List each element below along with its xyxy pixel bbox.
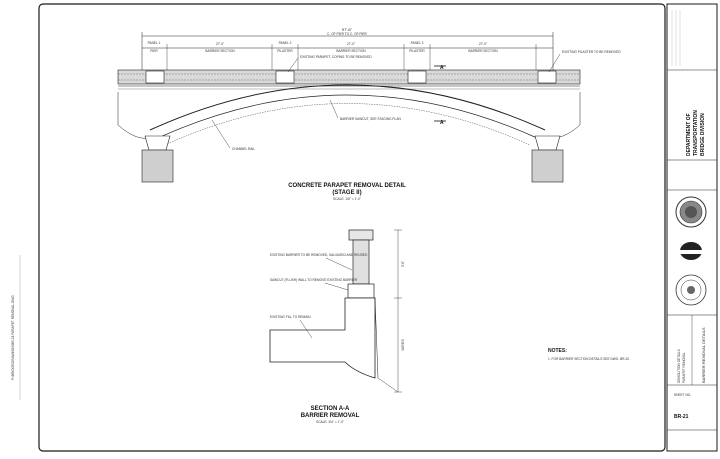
svg-text:27'-0": 27'-0" [479,42,487,46]
svg-text:27'-0": 27'-0" [216,42,224,46]
svg-text:1. FOR BARRIER SECTION DETAILS: 1. FOR BARRIER SECTION DETAILS SEE DWG. … [548,357,630,361]
svg-text:(STAGE II): (STAGE II) [332,190,361,196]
svg-text:SCALE: 1/8" = 1'-0": SCALE: 1/8" = 1'-0" [333,197,361,201]
svg-text:CHANNEL RAIL: CHANNEL RAIL [232,147,255,151]
svg-text:CONCRETE PARAPET REMOVAL DETAI: CONCRETE PARAPET REMOVAL DETAIL [288,183,406,189]
callout-existing-fill: EXISTING FILL TO REMAIN [270,315,313,339]
margin-text: P:\BRIDGE\DRAWINGS\BR-21 PARAPET REMOVAL… [11,295,15,380]
callout-barrier-sawcut: BARRIER SAWCUT, SEE STAGING PLAN [329,99,401,121]
top-dimension: 97'-6" C. OF PIER TO C. OF PIER [141,27,554,70]
svg-text:EXISTING BARRIER TO BE REMOVED: EXISTING BARRIER TO BE REMOVED, SALVAGED… [270,253,368,257]
svg-text:A: A [440,65,444,71]
section-title: SECTION A-A BARRIER REMOVAL SCALE: 3/4" … [301,406,360,424]
svg-text:EXISTING PILASTER TO BE REMOVE: EXISTING PILASTER TO BE REMOVED [562,50,621,54]
svg-text:PIER: PIER [150,49,158,53]
svg-text:BARRIER REMOVAL DETAILS: BARRIER REMOVAL DETAILS [701,327,706,383]
section-mark-lower: A [434,120,446,126]
callout-existing-parapet: EXISTING PARAPET, COPING TO BE REMOVED [287,55,372,73]
span-dimensions: PANEL 1 PIER 27'-0" BARRIER SECTION PANE… [142,41,553,70]
project-title: DEMOLITION DETAILS PARAPET REMOVAL [677,349,686,383]
svg-text:DEMOLITION DETAILS: DEMOLITION DETAILS [677,349,681,383]
svg-text:EXISTING PARAPET, COPING TO BE: EXISTING PARAPET, COPING TO BE REMOVED [300,55,372,59]
svg-text:PILASTER: PILASTER [409,49,425,53]
svg-text:BRIDGE DIVISION: BRIDGE DIVISION [700,113,706,156]
section-dimension-upper: 3'-6" [401,261,405,267]
svg-text:PANEL 3: PANEL 3 [411,41,424,45]
notes: NOTES: 1. FOR BARRIER SECTION DETAILS SE… [548,348,630,361]
agency-logo-icon [680,242,702,260]
sheet-title: BARRIER REMOVAL DETAILS [701,327,706,383]
svg-text:TRANSPORTATION: TRANSPORTATION [693,110,699,156]
svg-text:C. OF PIER TO C. OF PIER: C. OF PIER TO C. OF PIER [327,32,367,36]
svg-text:NOTES:: NOTES: [548,348,567,354]
callout-existing-pilaster: EXISTING PILASTER TO BE REMOVED [548,50,621,73]
callout-sawcut: SAWCUT (FLUSH) WALL TO REMOVE EXISTING B… [270,278,358,291]
title-block [666,3,718,452]
section-a-a [269,229,402,393]
svg-text:27'-0": 27'-0" [347,42,355,46]
svg-text:BARRIER SECTION: BARRIER SECTION [468,49,498,53]
svg-text:VARIES: VARIES [401,339,405,350]
svg-text:EXISTING FILL TO REMAIN: EXISTING FILL TO REMAIN [270,315,311,319]
svg-text:P:\BRIDGE\DRAWINGS\BR-21 PARAP: P:\BRIDGE\DRAWINGS\BR-21 PARAPET REMOVAL… [11,295,15,380]
svg-text:BARRIER SECTION: BARRIER SECTION [336,49,366,53]
svg-text:BR-21: BR-21 [674,414,689,420]
bridge-arch [117,84,581,146]
svg-text:A: A [440,120,444,126]
pier-right [531,135,564,183]
svg-text:PANEL 1: PANEL 1 [148,41,161,45]
sheet-number: SHEET NO. BR-21 [674,393,691,420]
section-mark-upper: A [434,65,446,71]
svg-text:97'-6": 97'-6" [342,27,353,32]
section-dimension-lower: VARIES [401,339,405,350]
svg-text:BARRIER SECTION: BARRIER SECTION [205,49,235,53]
svg-text:SHEET NO.: SHEET NO. [674,393,691,397]
drawing-border [38,3,666,452]
callout-existing-barrier: EXISTING BARRIER TO BE REMOVED, SALVAGED… [270,253,368,271]
svg-text:DEPARTMENT OF: DEPARTMENT OF [686,113,692,156]
svg-text:3'-6": 3'-6" [401,261,405,267]
svg-text:PILASTER: PILASTER [277,49,293,53]
svg-text:SECTION A-A: SECTION A-A [311,406,350,412]
svg-text:PANEL 2: PANEL 2 [279,41,292,45]
detail-title: CONCRETE PARAPET REMOVAL DETAIL (STAGE I… [288,183,406,201]
callout-channel-rail: CHANNEL RAIL [211,119,255,151]
pier-left [141,135,174,183]
engineer-seal-icon [675,274,707,306]
svg-text:BARRIER REMOVAL: BARRIER REMOVAL [301,413,360,419]
title-block-header: DEPARTMENT OF TRANSPORTATION BRIDGE DIVI… [686,110,706,156]
svg-text:SAWCUT (FLUSH) WALL TO REMOVE: SAWCUT (FLUSH) WALL TO REMOVE EXISTING B… [270,278,358,282]
svg-text:BARRIER SAWCUT, SEE STAGING PL: BARRIER SAWCUT, SEE STAGING PLAN [340,117,401,121]
svg-text:SCALE: 3/4" = 1'-0": SCALE: 3/4" = 1'-0" [316,420,344,424]
parapet-band [117,69,581,90]
svg-text:PARAPET REMOVAL: PARAPET REMOVAL [682,352,686,383]
state-seal-icon [675,196,707,228]
